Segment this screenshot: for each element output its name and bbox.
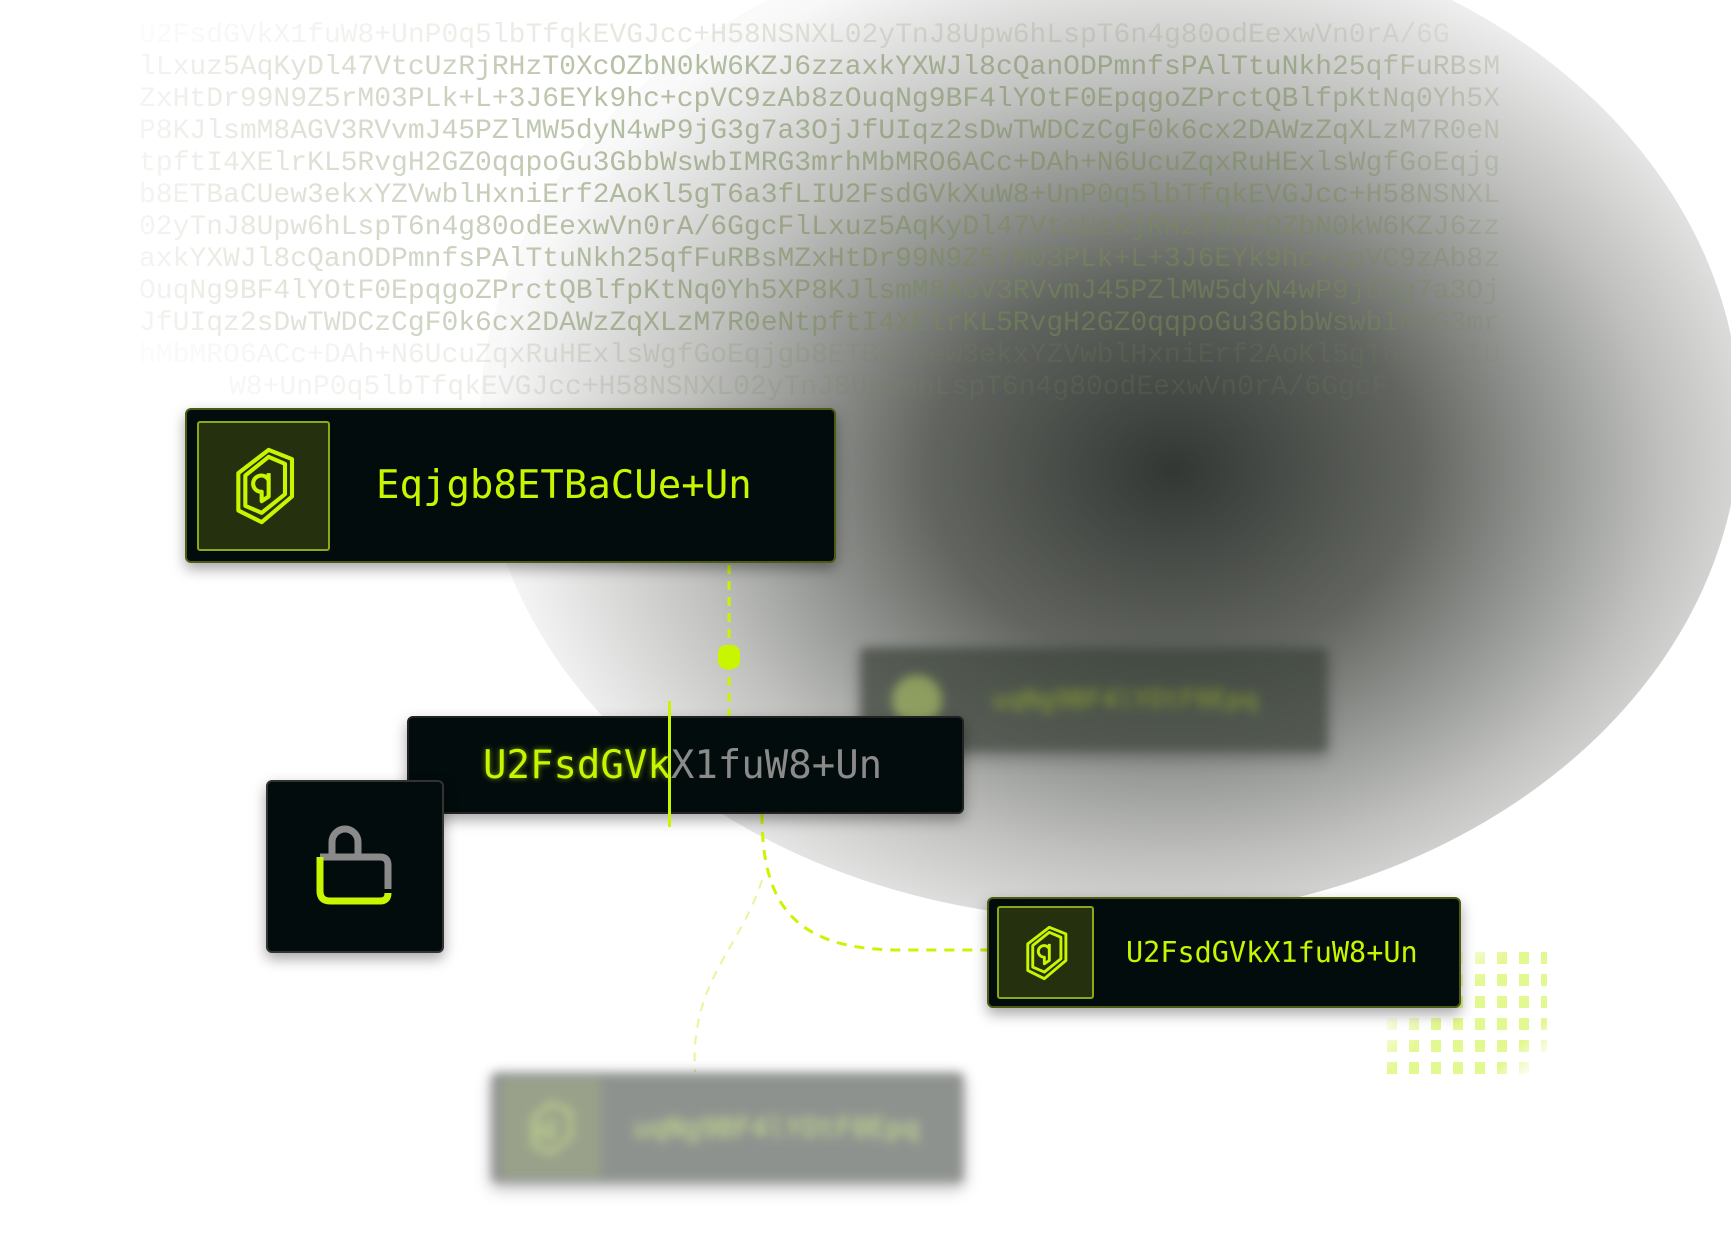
connector-right xyxy=(760,813,987,952)
connector-node xyxy=(718,645,740,669)
password-input-card[interactable]: U2FsdGVkX1fuW8+Un xyxy=(407,716,964,814)
cipher-line: W8+UnP0q5lbTfqkEVGJcc+H58NSNXL02yTnJ8Upw… xyxy=(229,372,1389,403)
blurred-card-value: uqNg9BF4lYOtF0Epq xyxy=(992,684,1259,715)
connector-bottom xyxy=(693,879,763,1073)
cipher-line: tpftI4XElrKL5RvgH2GZ0qqpoGu3GbbWswbIMRG3… xyxy=(139,148,1501,179)
blurred-card-value: uqNg9BF4lYOtF0Epq xyxy=(633,1111,920,1144)
cipher-line: U2FsdGVkX1fuW8+UnP0q5lbTfqkEVGJcc+H58NSN… xyxy=(139,20,1450,51)
cipher-line: 02yTnJ8Upw6hLspT6n4g80odEexwVn0rA/6GgcFl… xyxy=(139,212,1501,243)
blurred-card-bottom: uqNg9BF4lYOtF0Epq xyxy=(491,1072,964,1183)
cipher-line: JfUIqz2sDwTWDCzCgF0k6cx2DAWzZqXLzM7R0eNt… xyxy=(139,308,1501,339)
cipher-line: b8ETBaCUew3ekxYZVwblHxniErf2AoKl5gT6a3fL… xyxy=(139,180,1501,211)
cipher-line: hMbMRO6ACc+DAh+N6UcuZqxRuHExlsWgfGoEqjgb… xyxy=(139,340,1501,371)
hexagon-logo-icon xyxy=(997,906,1094,999)
key-value: Eqjgb8ETBaCUe+Un xyxy=(376,463,752,508)
cipher-line: axkYXWJl8cQanODPmnfsPAlTtuNkh25qfFuRBsMZ… xyxy=(139,244,1501,275)
text-cursor xyxy=(668,701,671,827)
key-value: U2FsdGVkX1fuW8+Un xyxy=(1126,936,1418,969)
remaining-text: X1fuW8+Un xyxy=(670,742,883,788)
typed-text: U2FsdGVk xyxy=(483,742,671,788)
cipher-line: P8KJlsmM8AGV3RVvmJ45PZlMW5dyN4wP9jG3g7a3… xyxy=(139,116,1501,147)
cipher-line: ZxHtDr99N9Z5rM03PLk+L+3J6EYk9hc+cpVC9zAb… xyxy=(139,84,1501,115)
lock-card xyxy=(266,780,444,953)
key-card-top[interactable]: Eqjgb8ETBaCUe+Un xyxy=(185,408,836,563)
hexagon-logo-icon xyxy=(501,1077,601,1178)
hexagon-logo-icon xyxy=(197,420,330,551)
lock-icon xyxy=(316,825,392,904)
cipher-line: OuqNg9BF4lYOtF0EpqgoZPrctQBlfpKtNq0Yh5XP… xyxy=(139,276,1501,307)
cipher-line: lLxuz5AqKyDl47VtcUzRjRHzT0XcOZbN0kW6KZJ6… xyxy=(139,52,1501,83)
password-input-text[interactable]: U2FsdGVkX1fuW8+Un xyxy=(483,743,882,788)
encrypted-text-background: U2FsdGVkX1fuW8+UnP0q5lbTfqkEVGJcc+H58NSN… xyxy=(139,20,1500,404)
key-card-right[interactable]: U2FsdGVkX1fuW8+Un xyxy=(987,897,1461,1008)
